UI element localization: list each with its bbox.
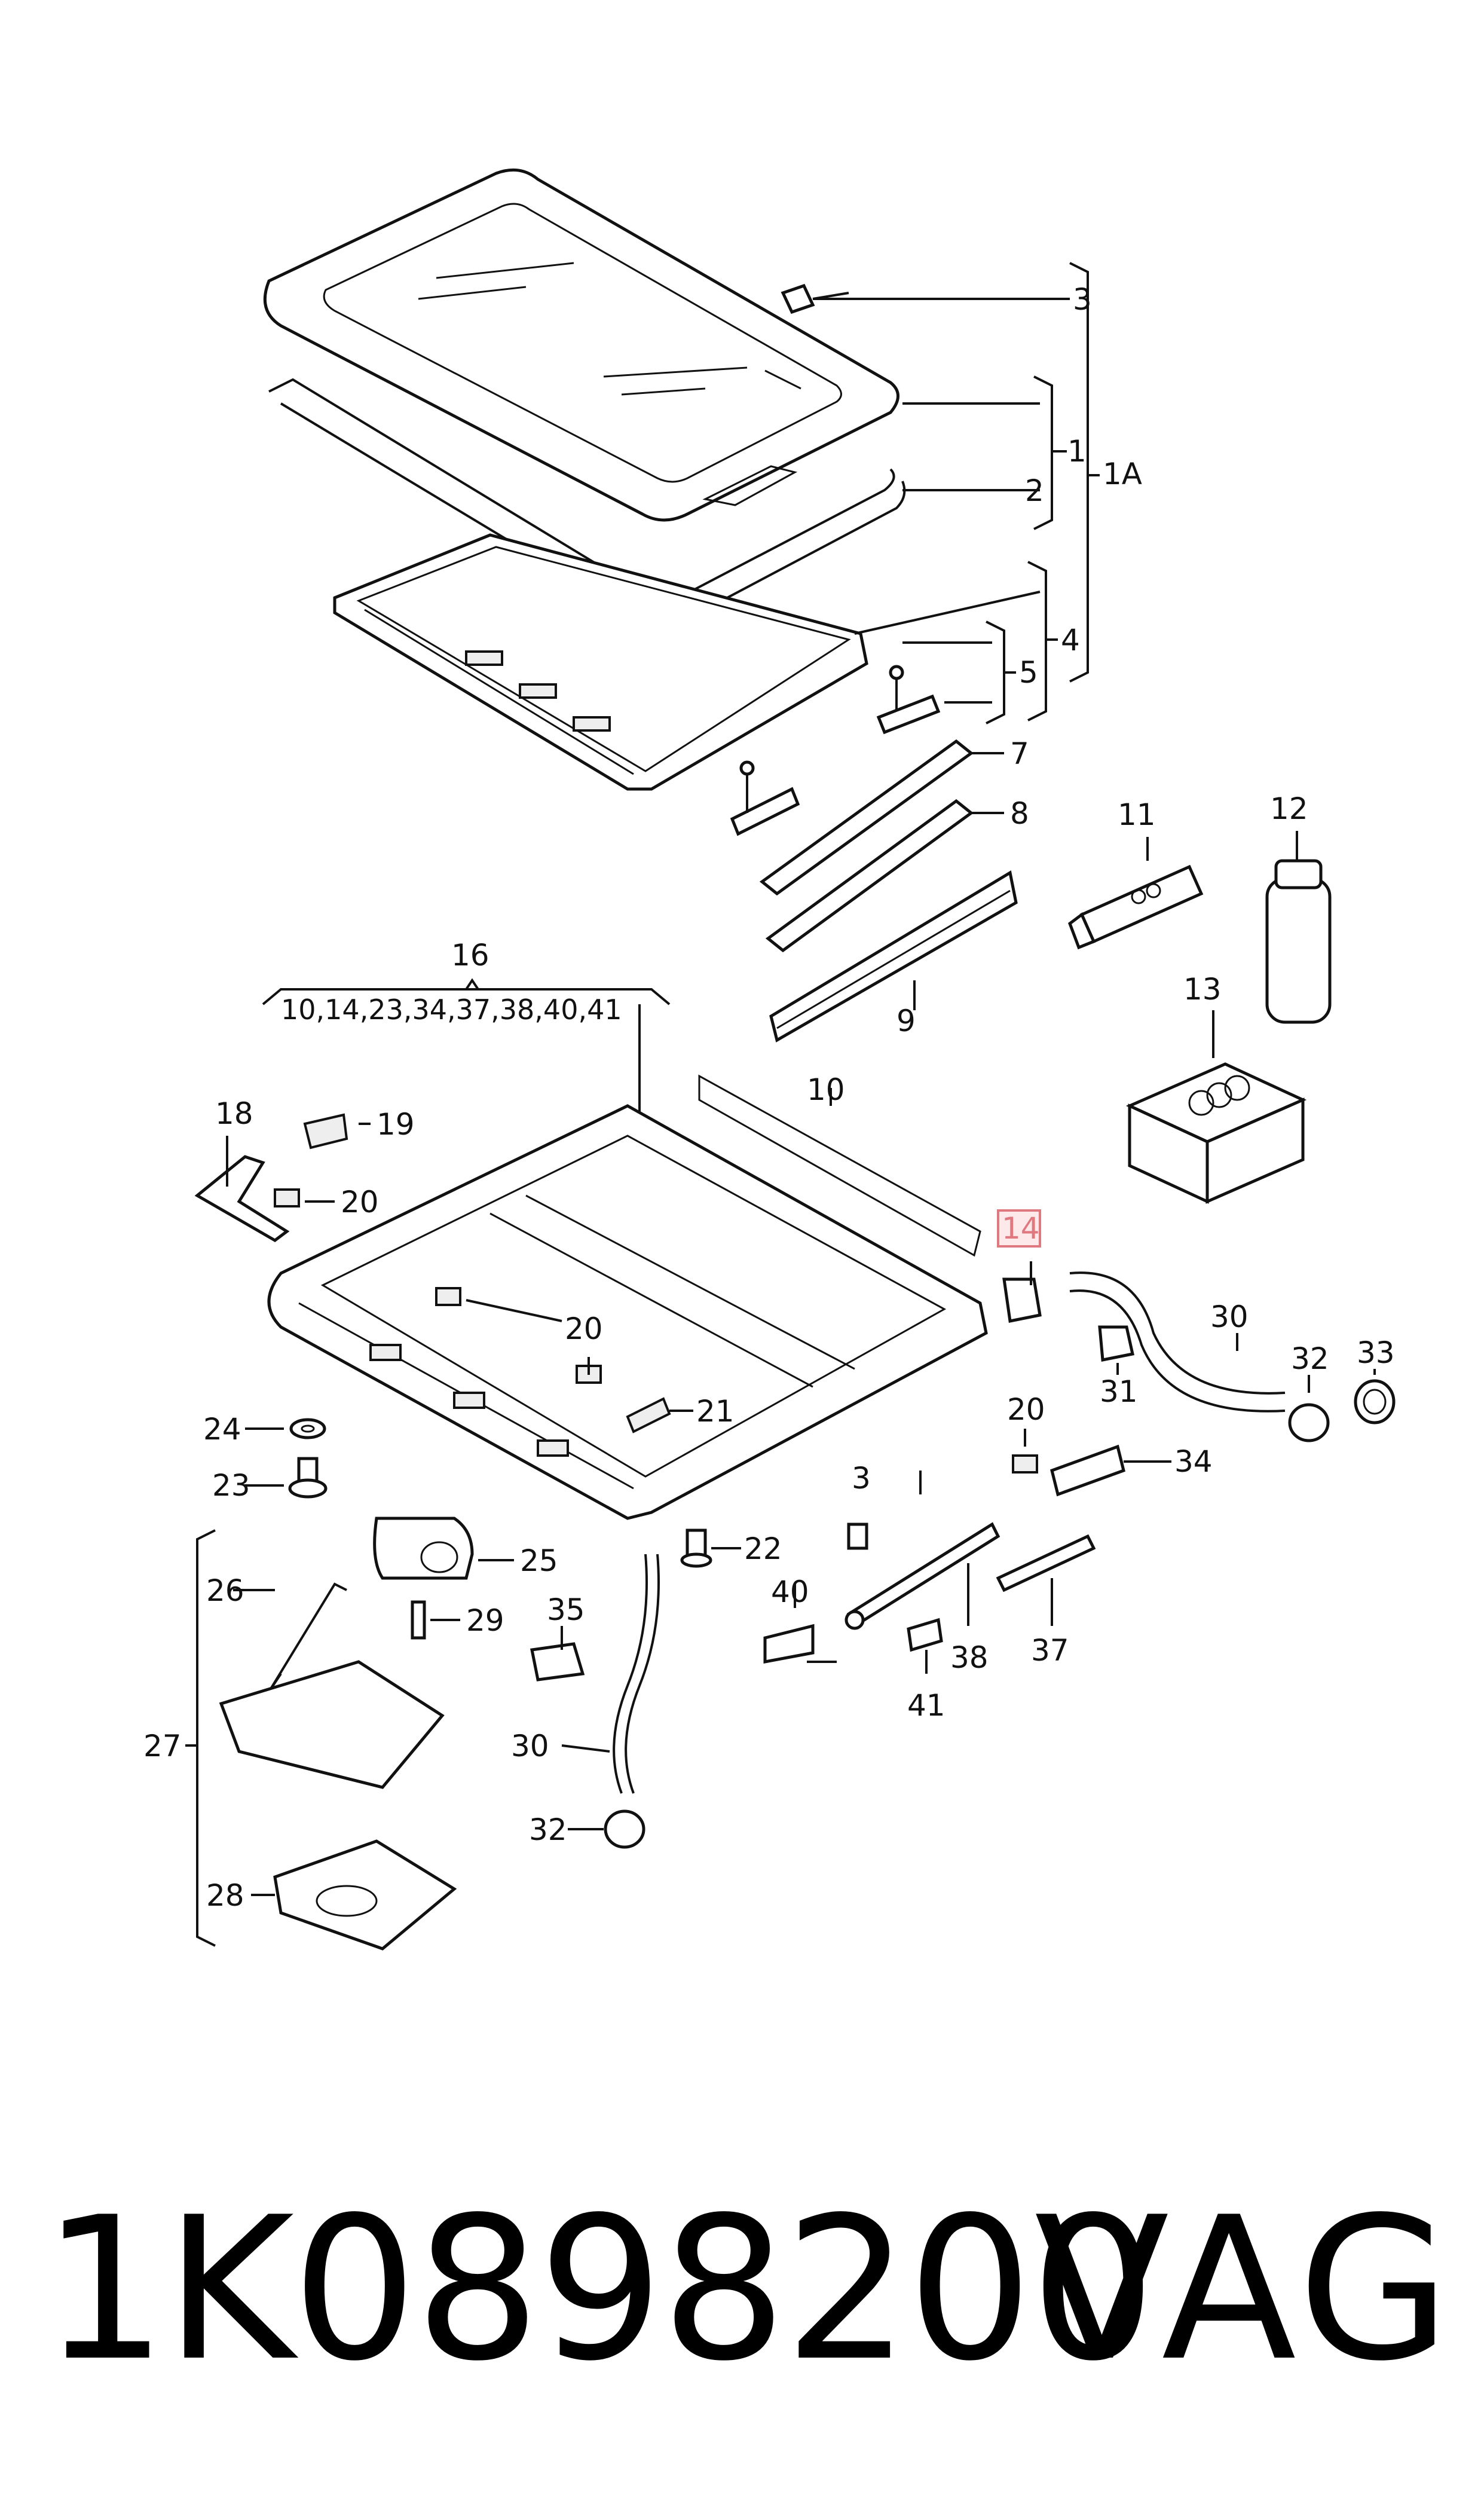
grease-tube [1068, 864, 1204, 950]
screw-29 [411, 1600, 426, 1640]
screw-3-top [781, 283, 849, 314]
bracket-27 [219, 1660, 445, 1789]
label-24: 24 [203, 1412, 241, 1447]
label-22: 22 [744, 1531, 782, 1566]
washer-24 [289, 1418, 326, 1439]
label-32-left: 32 [529, 1812, 567, 1847]
label-20-c: 20 [1007, 1392, 1045, 1427]
highlight-box-14 [997, 1209, 1041, 1248]
label-29: 29 [466, 1603, 504, 1638]
cover-28 [273, 1839, 457, 1951]
label-9: 9 [896, 1004, 916, 1038]
label-16-list: 10,14,23,34,37,38,40,41 [281, 993, 622, 1026]
kit-box [1125, 1062, 1307, 1204]
label-19: 19 [377, 1107, 415, 1142]
label-33: 33 [1357, 1335, 1395, 1370]
motor-25 [373, 1517, 474, 1580]
part-number: 1K0898200 [42, 2175, 1156, 2404]
label-35: 35 [547, 1592, 585, 1627]
label-11: 11 [1118, 797, 1156, 832]
pad-20-b [435, 1287, 461, 1306]
label-1a: 1A [1103, 457, 1142, 491]
bracket-5 [730, 665, 941, 836]
label-38: 38 [950, 1640, 989, 1675]
label-10: 10 [807, 1072, 845, 1107]
grommet-32-right [1288, 1403, 1330, 1442]
label-3-top: 3 [1073, 282, 1092, 317]
rail-9 [769, 870, 1018, 1043]
label-20-a: 20 [341, 1185, 379, 1219]
label-5: 5 [1019, 655, 1038, 690]
label-28: 28 [206, 1878, 244, 1913]
lever-38 [844, 1522, 1000, 1630]
label-27: 27 [143, 1729, 182, 1763]
label-32-right: 32 [1291, 1341, 1329, 1376]
label-25: 25 [520, 1543, 558, 1578]
group-braces [185, 262, 1100, 1947]
clip-21 [626, 1397, 671, 1433]
clip-35 [530, 1642, 585, 1682]
bolt-23 [288, 1457, 328, 1499]
label-40: 40 [771, 1575, 809, 1609]
sunroof-frame-assembly [267, 1074, 988, 1520]
label-20-b: 20 [565, 1312, 603, 1346]
screw-3-lower [847, 1523, 868, 1550]
label-7: 7 [1010, 736, 1029, 771]
label-30-right: 30 [1210, 1300, 1249, 1334]
drain-hose-30-left [613, 1554, 660, 1794]
clip-31 [1098, 1325, 1134, 1362]
grommet-32-left [604, 1809, 645, 1849]
pad-20-d [1012, 1454, 1038, 1474]
label-14: 14 [1002, 1211, 1040, 1246]
cable-37 [996, 1534, 1096, 1592]
frame-cover [333, 533, 868, 791]
label-1: 1 [1067, 434, 1087, 469]
label-16: 16 [451, 938, 489, 973]
bracket-18 [194, 1155, 290, 1242]
drain-hose-30-right [1069, 1271, 1286, 1413]
label-2: 2 [1025, 473, 1044, 508]
label-21: 21 [696, 1394, 735, 1429]
clip-41 [907, 1618, 943, 1652]
label-18: 18 [215, 1096, 253, 1131]
bottle [1265, 859, 1332, 1024]
label-23: 23 [212, 1468, 250, 1503]
clip-19 [303, 1113, 348, 1150]
bracket-34 [1050, 1444, 1125, 1497]
leader-lines [226, 298, 1376, 1896]
connector-14 [1002, 1277, 1042, 1323]
glass-panel [263, 168, 899, 522]
label-13: 13 [1183, 972, 1222, 1007]
label-12: 12 [1270, 791, 1308, 826]
label-41: 41 [907, 1688, 946, 1723]
pad-20-a [274, 1188, 300, 1207]
clip-40 [763, 1624, 815, 1664]
crank-26 [268, 1582, 347, 1693]
label-31: 31 [1100, 1374, 1138, 1409]
clip-33 [1354, 1379, 1396, 1424]
label-8: 8 [1010, 796, 1029, 831]
label-3-lower: 3 [852, 1461, 871, 1496]
label-4: 4 [1061, 623, 1080, 658]
screw-22 [680, 1528, 712, 1568]
footer: 1K0898200 VAG [0, 2164, 1484, 2415]
label-30-left: 30 [511, 1729, 549, 1763]
label-34: 34 [1174, 1444, 1213, 1479]
brand-name: VAG [1034, 2175, 1455, 2404]
part-labels: 3 1 1A 2 4 5 7 8 9 11 12 13 16 10,14,23,… [143, 282, 1395, 1913]
label-37: 37 [1031, 1633, 1069, 1668]
label-26: 26 [206, 1573, 244, 1608]
